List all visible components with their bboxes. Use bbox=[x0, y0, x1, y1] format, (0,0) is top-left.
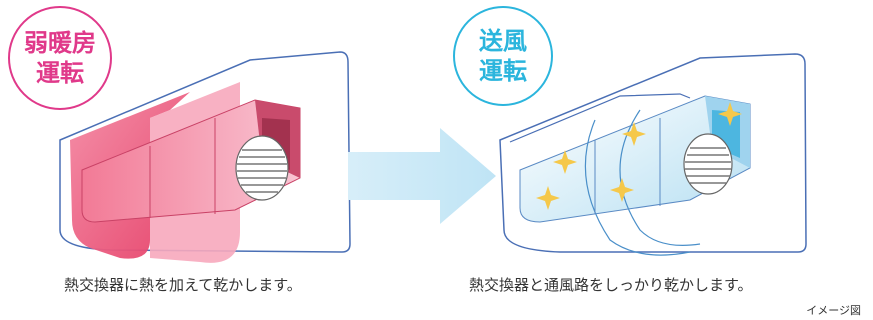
badge-line-2: 運転 bbox=[36, 59, 84, 87]
right-unit-illustration bbox=[499, 53, 807, 256]
badge-line-2: 運転 bbox=[479, 57, 527, 85]
sparkle-icon bbox=[536, 102, 742, 210]
badge-line-1: 弱暖房 bbox=[24, 29, 96, 57]
badge-line-1: 送風 bbox=[479, 27, 527, 55]
right-arrow-icon bbox=[348, 128, 496, 224]
image-note: イメージ図 bbox=[806, 304, 861, 317]
left-caption: 熱交換器に熱を加えて乾かします。 bbox=[64, 276, 302, 294]
fan-mode-badge: 送風 運転 bbox=[453, 6, 553, 106]
left-unit-illustration bbox=[59, 51, 351, 263]
right-caption: 熱交換器と通風路をしっかり乾かします。 bbox=[469, 276, 753, 294]
heating-mode-badge: 弱暖房 運転 bbox=[8, 6, 112, 110]
